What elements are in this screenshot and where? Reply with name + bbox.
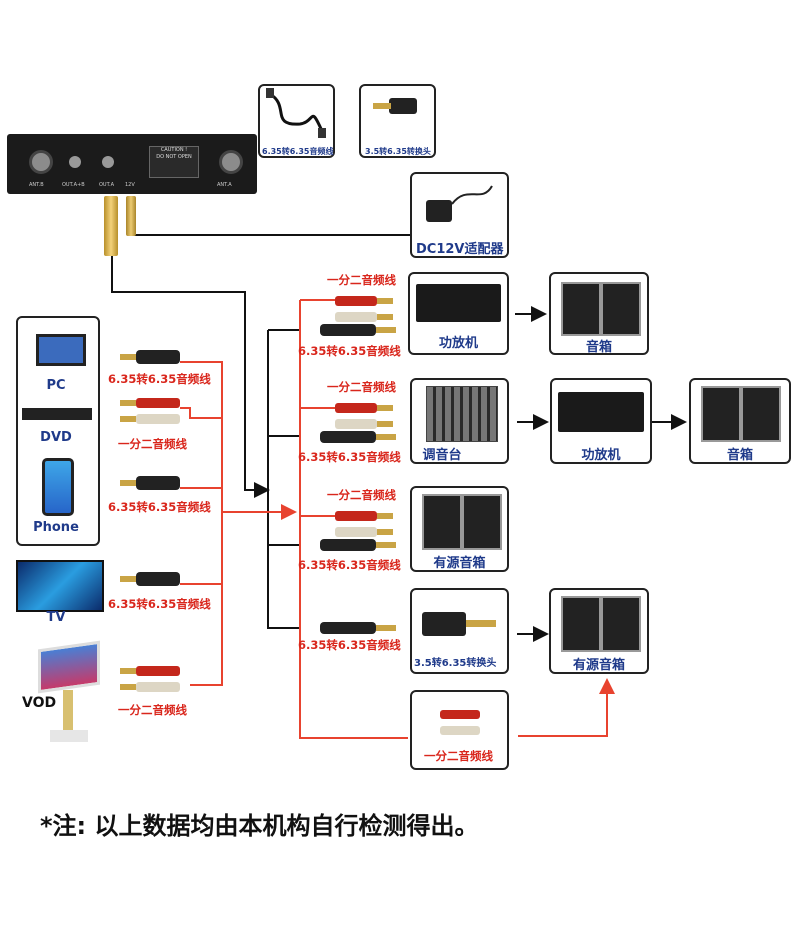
black-wires	[111, 234, 687, 642]
speaker2-box: 音箱	[689, 378, 791, 464]
vod-cable-label: 一分二音频线	[118, 703, 187, 717]
footnote: *注: 以上数据均由本机构自行检测得出。	[40, 812, 479, 840]
red-wires	[180, 299, 615, 739]
source-tv-label: TV	[46, 610, 66, 625]
active-speaker2-right-icon	[601, 596, 641, 652]
caution-text: CAUTION !	[160, 147, 188, 153]
plug-dc	[126, 196, 136, 236]
row3-cable-label: 6.35转6.35音频线	[298, 558, 401, 572]
phone-cable-label: 6.35转6.35音频线	[108, 500, 211, 514]
row2-cable-label: 6.35转6.35音频线	[298, 450, 401, 464]
speaker-right-icon	[601, 282, 641, 336]
source-dvd-label: DVD	[40, 430, 72, 445]
amplifier2-label: 功放机	[581, 448, 621, 463]
port-label: OUT.A+B	[62, 182, 85, 188]
cable-accessory-box: 6.35转6.35音频线	[258, 84, 335, 158]
power-adapter-box: DC12V适配器	[410, 172, 509, 258]
mixer-label: 调音台	[422, 448, 462, 463]
active-speaker2-box: 有源音箱	[549, 588, 649, 674]
power-adapter-icon	[426, 185, 493, 222]
ant-b-connector	[29, 150, 53, 174]
active-speaker-left-icon	[422, 494, 462, 550]
plug-635	[104, 196, 118, 256]
port-label: ANT.B	[29, 182, 44, 188]
row1-split-label: 一分二音频线	[327, 273, 396, 287]
active-speaker2-label: 有源音箱	[572, 658, 625, 673]
pc-cable-label: 6.35转6.35音频线	[108, 372, 211, 386]
tv-cable-label: 6.35转6.35音频线	[108, 597, 211, 611]
source-vod-label: VOD	[22, 695, 57, 711]
amplifier2-box: 功放机	[550, 378, 652, 464]
speaker-label: 音箱	[585, 340, 612, 355]
source-phone-label: Phone	[33, 520, 79, 535]
speaker2-right-icon	[741, 386, 781, 442]
amplifier-icon	[416, 284, 501, 322]
split-cable-white-icon	[440, 726, 480, 735]
out-a-jack	[102, 156, 114, 168]
speaker2-left-icon	[701, 386, 741, 442]
adapter-accessory-label: 3.5转6.35转换头	[365, 147, 431, 156]
cable-accessory-label: 6.35转6.35音频线	[262, 147, 334, 156]
receiver-unit: CAUTION ! DO NOT OPEN ANT.B OUT.A+B OUT.…	[7, 134, 257, 194]
ant-a-connector	[219, 150, 243, 174]
adapter-tip-icon	[466, 620, 496, 627]
amplifier-label: 功放机	[438, 336, 478, 351]
split-cable-red-icon	[440, 710, 480, 719]
port-label: OUT.A	[99, 182, 115, 188]
out-ab-jack	[69, 156, 81, 168]
mixer-box: 调音台	[410, 378, 509, 464]
split-cable-box: 一分二音频线	[410, 690, 509, 770]
output-cables	[320, 296, 396, 634]
adapter-box: 3.5转6.35转换头	[410, 588, 509, 674]
adapter-body-icon	[422, 612, 466, 636]
dvd-cable-label: 一分二音频线	[118, 437, 187, 451]
dvd-player-icon	[22, 408, 92, 420]
active-speaker-right-icon	[462, 494, 502, 550]
active-speaker-label: 有源音箱	[433, 556, 486, 571]
adapter-label: 3.5转6.35转换头	[414, 658, 497, 669]
row4-cable-label: 6.35转6.35音频线	[298, 638, 401, 652]
source-cables	[120, 350, 180, 692]
cable-icon	[266, 88, 326, 138]
speaker2-label: 音箱	[726, 448, 753, 463]
amplifier-box: 功放机	[408, 272, 509, 355]
phone-icon	[42, 458, 74, 516]
adapter-accessory-box: 3.5转6.35转换头	[359, 84, 436, 158]
row1-cable-label: 6.35转6.35音频线	[298, 344, 401, 358]
port-label: ANT.A	[217, 182, 232, 188]
source-pc-label: PC	[46, 378, 66, 393]
vod-base-icon	[50, 730, 88, 742]
no-open-text: DO NOT OPEN	[156, 154, 192, 160]
speaker-left-icon	[561, 282, 601, 336]
vod-stand-icon	[63, 690, 73, 730]
row2-split-label: 一分二音频线	[327, 380, 396, 394]
row3-split-label: 一分二音频线	[327, 488, 396, 502]
tv-icon	[16, 560, 104, 612]
amplifier2-icon	[558, 392, 644, 432]
speaker-box: 音箱	[549, 272, 649, 355]
adapter-icon	[373, 98, 417, 114]
active-speaker-box: 有源音箱	[410, 486, 509, 572]
caution-plate: CAUTION ! DO NOT OPEN	[149, 146, 199, 178]
active-speaker2-left-icon	[561, 596, 601, 652]
laptop-icon	[36, 334, 86, 366]
port-label: 12V	[125, 182, 135, 188]
split-cable-label: 一分二音频线	[424, 749, 493, 763]
power-adapter-label: DC12V适配器	[416, 242, 504, 257]
mixer-icon	[426, 386, 498, 442]
